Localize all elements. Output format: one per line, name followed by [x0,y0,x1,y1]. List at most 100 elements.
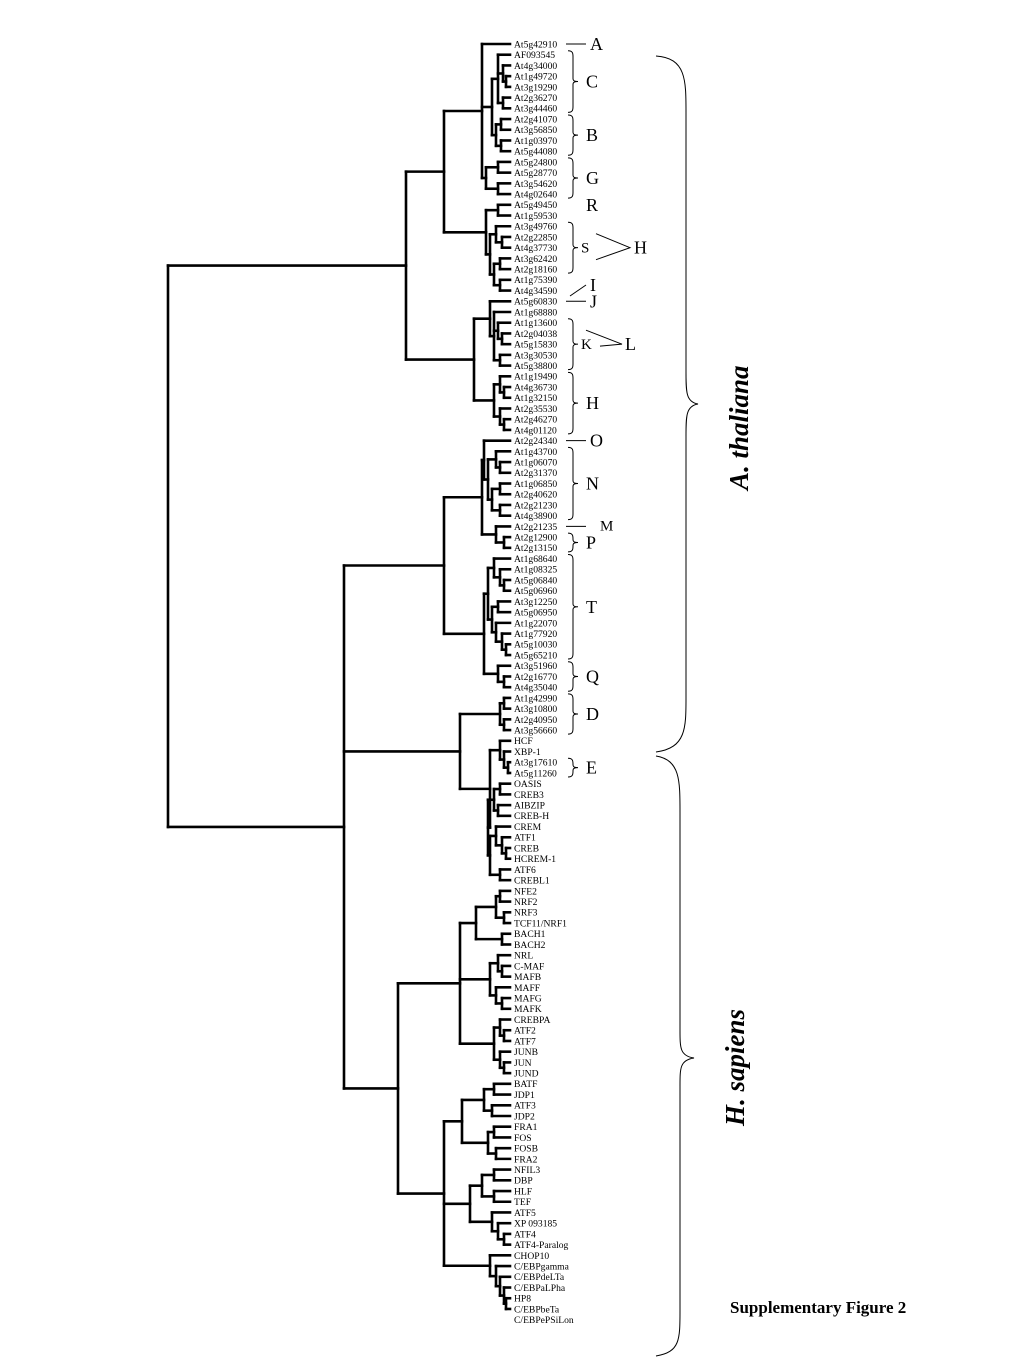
leaf-label: ATF3 [514,1101,536,1112]
leaf-label: CREB3 [514,790,544,801]
leaf-label: At5g42910 [514,39,557,50]
group-label-g: G [586,168,599,188]
merge-lines-k-l [585,329,623,347]
leaf-label: At2g22850 [514,232,557,243]
leaf-label: DBP [514,1176,533,1187]
leaf-label: At1g08325 [514,565,557,576]
leaf-label: C/EBPgamma [514,1261,570,1272]
leaf-label: At4g38900 [514,511,557,522]
leaf-label: At1g03970 [514,136,557,147]
leaf-label: JUN [514,1058,532,1069]
leaf-label: At5g60830 [514,297,557,308]
leaf-label: At1g22070 [514,618,557,629]
leaf-label: At3g10800 [514,704,557,715]
leaf-label: At5g06840 [514,575,557,586]
leaf-label: HP8 [514,1294,531,1305]
group-label-s: S [581,241,589,257]
leaf-label: At3g19290 [514,82,557,93]
leaf-label: At4g36730 [514,382,557,393]
group-label-h: H [586,393,599,413]
leaf-label: At3g30530 [514,350,557,361]
leaf-label: C-MAF [514,961,544,972]
leaf-label: At5g49450 [514,200,557,211]
leaf-label: At4g35040 [514,683,557,694]
leaf-label: At4g37730 [514,243,557,254]
leaf-label: NRF2 [514,897,538,908]
group-brace-p [567,532,579,553]
leaf-label: At1g42990 [514,693,557,704]
leaf-label: AIBZIP [514,801,545,812]
group-brace-h [567,371,579,435]
leaf-label: At4g34000 [514,61,557,72]
group-label-b: B [586,125,598,145]
leaf-label: At3g56850 [514,125,557,136]
leaf-label: FOS [514,1133,532,1144]
leaf-labels: At5g42910AF093545At4g34000At1g49720At3g1… [514,39,574,1326]
leaf-label: At5g15830 [514,340,557,351]
leaf-label: At2g12900 [514,533,557,544]
leaf-label: At2g41070 [514,114,557,125]
leaf-label: At1g68640 [514,554,557,565]
leaf-label: HCF [514,736,533,747]
tree-branches [166,42,512,1311]
leaf-label: At3g12250 [514,597,557,608]
a-thaliana-label: A. thaliana [724,365,754,492]
leaf-label: At1g43700 [514,447,557,458]
group-label-j: J [590,291,597,311]
leaf-label: ATF1 [514,833,536,844]
group-brace-g [567,157,579,199]
leaf-label: ATF4 [514,1229,536,1240]
leaf-label: C/EBPePSiLon [514,1315,574,1326]
leaf-label: MAFK [514,1004,542,1015]
leaf-label: At2g24340 [514,436,557,447]
leaf-label: AF093545 [514,50,555,61]
leaf-label: XBP-1 [514,747,541,758]
leaf-label: At4g01120 [514,425,557,436]
leaf-label: ATF5 [514,1208,536,1219]
leaf-label: XP 093185 [514,1219,557,1230]
leaf-label: At2g40950 [514,715,557,726]
leaf-label: JUNB [514,1047,538,1058]
leaf-label: C/EBPdeLTa [514,1272,565,1283]
leaf-label: HLF [514,1186,532,1197]
leaf-label: At1g32150 [514,393,557,404]
leaf-label: At5g11260 [514,768,557,779]
group-label-q: Q [586,666,599,686]
figure-caption: Supplementary Figure 2 [730,1298,906,1317]
a-thaliana-brace [655,55,699,753]
leaf-label: FRA2 [514,1154,538,1165]
leaf-label: CREB-H [514,811,549,822]
leaf-label: At2g16770 [514,672,557,683]
group-brace-s [567,221,579,274]
group-brace-n [567,446,579,521]
leaf-label: At2g13150 [514,543,557,554]
group-label-t: T [586,597,597,617]
leaf-label: At5g06960 [514,586,557,597]
leaf-label: TCF11/NRF1 [514,918,567,929]
group-brace-q [567,661,579,692]
leaf-label: At3g17610 [514,758,557,769]
leaf-label: At2g21235 [514,522,557,533]
group-label-k: K [581,337,592,353]
leaf-label: At3g51960 [514,661,557,672]
leaf-label: At2g40620 [514,490,557,501]
group-label-m: M [600,518,613,534]
leaf-label: At1g06070 [514,457,557,468]
leaf-label: At4g34590 [514,286,557,297]
leaf-label: CHOP10 [514,1251,549,1262]
leaf-label: At5g44080 [514,147,557,158]
leaf-label: JUND [514,1069,539,1080]
leaf-label: NFIL3 [514,1165,540,1176]
leaf-label: At3g44460 [514,104,557,115]
leaf-label: C/EBPbeTa [514,1304,560,1315]
leaf-label: BACH1 [514,929,546,940]
leaf-label: At1g06850 [514,479,557,490]
group-label-e: E [586,758,597,778]
leaf-label: HCREM-1 [514,854,556,865]
leaf-label: At1g13600 [514,318,557,329]
leaf-label: JDP1 [514,1090,535,1101]
leaf-label: At1g75390 [514,275,557,286]
leaf-label: ATF6 [514,865,536,876]
leaf-label: BACH2 [514,940,546,951]
leaf-label: At1g77920 [514,629,557,640]
